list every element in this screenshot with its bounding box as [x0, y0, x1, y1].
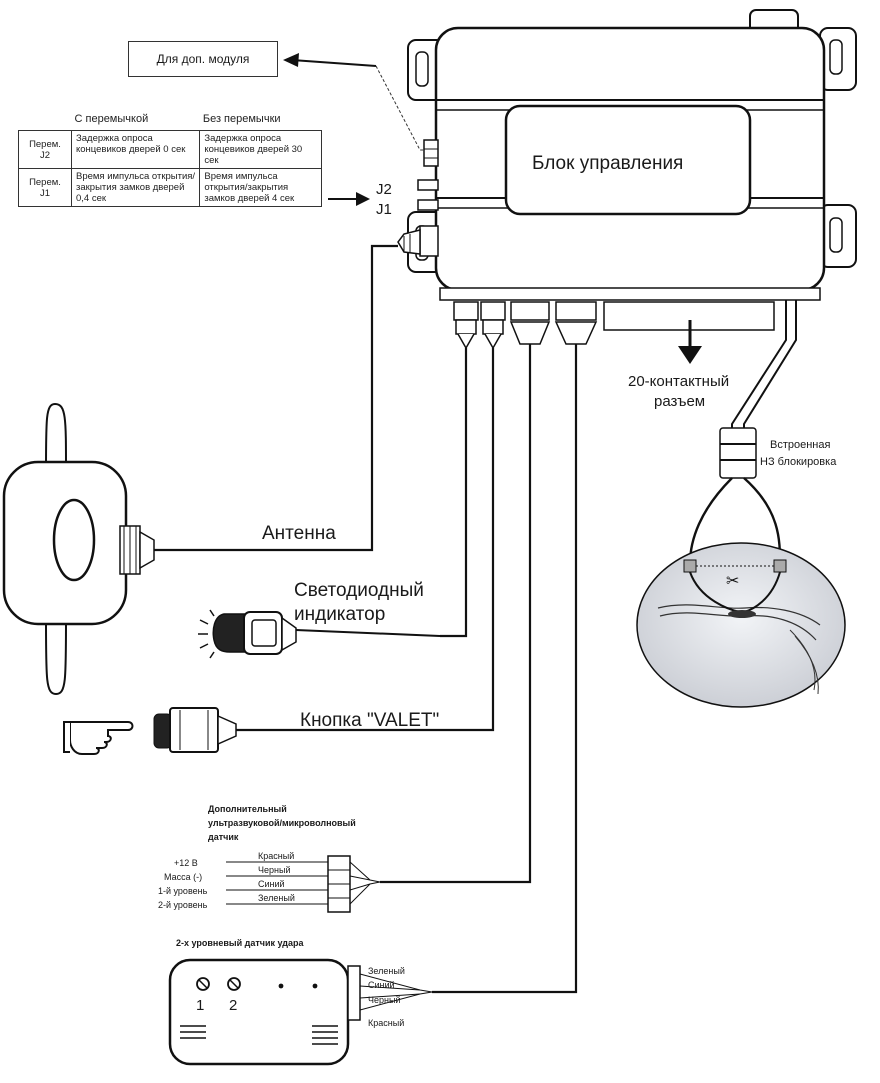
jumper-j1-with: Время импульса открытия/закрытия замков …	[70, 168, 201, 207]
shock-sensor-device	[168, 958, 433, 1066]
extra-wire-4: Зеленый	[258, 893, 295, 903]
additional-module-box: Для доп. модуля	[128, 41, 278, 77]
additional-module-label: Для доп. модуля	[156, 52, 250, 66]
shock-wire-2: Синий	[368, 980, 395, 990]
led-label-line1: Светодиодный	[294, 580, 424, 601]
jumper-col-with: С перемычкой	[74, 113, 149, 125]
extra-pin-2: Масса (-)	[164, 872, 202, 882]
shock-sensor-wire	[432, 344, 578, 994]
extra-sensor-header: Дополнительный ультразвуковой/микроволно…	[208, 804, 356, 842]
connector-20-line1: 20-контактный	[628, 373, 729, 390]
jumper-j1-name: Перем. J1	[18, 168, 72, 207]
extra-wire-1: Красный	[258, 851, 294, 861]
jumper-j1-without: Время импульса открытия/закрытия замков …	[199, 168, 322, 207]
antenna-wire	[140, 244, 398, 552]
immobilizer-scene: ✂	[636, 542, 846, 708]
bottom-connectors	[453, 301, 775, 350]
shock-sensor-title: 2-х уровневый датчик удара	[176, 938, 305, 948]
led-wire	[440, 348, 468, 638]
jumper-j2-name: Перем. J2	[18, 130, 72, 169]
jumper-table-header: С перемычкой Без перемычки	[19, 112, 322, 131]
extra-pin-1: +12 В	[174, 858, 198, 868]
extra-pin-4: 2-й уровень	[158, 900, 208, 910]
connector-20-line2: разъем	[654, 393, 705, 410]
main-wires	[140, 244, 578, 994]
jumper-j2-label: J2	[376, 181, 392, 198]
valet-wire	[236, 348, 495, 732]
shock-knob-1-label: 1	[196, 997, 204, 1014]
extra-wire-3: Синий	[258, 879, 285, 889]
jumper-j1-label: J1	[376, 201, 392, 218]
shock-wire-4: Красный	[368, 1018, 404, 1028]
jumper-row-j1: Перем. J1 Время импульса открытия/закрыт…	[18, 168, 322, 207]
valet-label: Кнопка "VALET"	[300, 710, 439, 731]
pointing-hand-icon	[63, 721, 134, 755]
led-indicator	[198, 609, 441, 659]
extra-sensor-connector: +12 В Масса (-) 1-й уровень 2-й уровень …	[158, 851, 381, 913]
jumper-col-without: Без перемычки	[202, 113, 281, 125]
jumper-arrow	[328, 192, 370, 206]
extra-pin-3: 1-й уровень	[158, 886, 208, 896]
shock-knob-2-label: 2	[229, 997, 237, 1014]
extra-sensor-wire	[380, 344, 532, 884]
extra-sensor-title-2: ультразвуковой/микроволновый	[208, 818, 356, 828]
jumper-headers	[417, 139, 439, 211]
extra-sensor-title-3: датчик	[208, 832, 239, 842]
extra-wire-2: Черный	[258, 865, 290, 875]
control-unit-label: Блок управления	[532, 153, 683, 174]
immobilizer-line2: НЗ блокировка	[760, 456, 837, 468]
jumper-table: С перемычкой Без перемычки Перем. J2 Зад…	[18, 112, 322, 207]
antenna-device	[2, 402, 155, 696]
connector-20-arrow	[678, 320, 702, 364]
extra-sensor-title-1: Дополнительный	[208, 804, 287, 814]
antenna-label: Антенна	[262, 523, 336, 544]
shock-wire-1: Зеленый	[368, 966, 405, 976]
valet-button	[153, 707, 237, 753]
led-label-line2: индикатор	[294, 604, 385, 625]
shock-wire-3: Черный	[368, 995, 400, 1005]
immobilizer-wires	[688, 300, 797, 565]
immobilizer-line1: Встроенная	[770, 439, 830, 451]
antenna-port	[397, 225, 439, 257]
scissors-icon: ✂	[726, 571, 739, 590]
